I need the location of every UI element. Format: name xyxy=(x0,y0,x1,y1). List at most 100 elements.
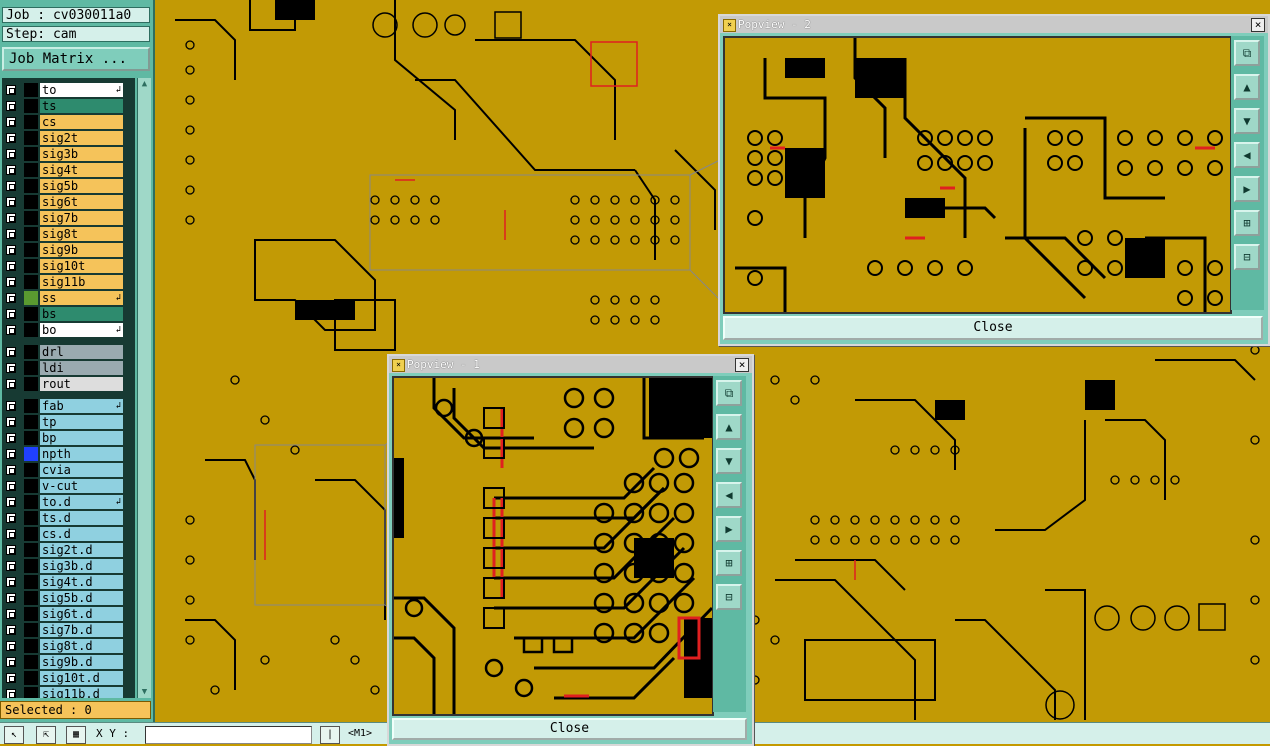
layer-row[interactable]: sig10t.d xyxy=(2,670,135,686)
layer-name[interactable]: sig9b xyxy=(40,243,123,257)
layer-name[interactable]: sig11b.d xyxy=(40,687,123,698)
snap-tool-icon[interactable]: | xyxy=(320,726,340,744)
layer-row[interactable]: v-cut xyxy=(2,478,135,494)
layer-color-swatch[interactable] xyxy=(24,479,38,493)
layer-checkbox[interactable] xyxy=(6,641,16,651)
layer-color-swatch[interactable] xyxy=(24,671,38,685)
zoom-fit-icon[interactable]: ⧉ xyxy=(716,380,742,406)
layer-row[interactable]: sig5b xyxy=(2,178,135,194)
layer-row[interactable]: to.d↲ xyxy=(2,494,135,510)
layer-row[interactable]: cs.d xyxy=(2,526,135,542)
layer-color-swatch[interactable] xyxy=(24,345,38,359)
layer-checkbox[interactable] xyxy=(6,117,16,127)
layer-row[interactable]: cvia xyxy=(2,462,135,478)
layer-row[interactable]: rout xyxy=(2,376,135,392)
close-icon[interactable]: × xyxy=(735,358,749,372)
layer-row[interactable]: to↲ xyxy=(2,82,135,98)
layer-name[interactable]: npth xyxy=(40,447,123,461)
pan-right-icon[interactable]: ▶ xyxy=(716,516,742,542)
layer-color-swatch[interactable] xyxy=(24,607,38,621)
popview-1-close-button[interactable]: Close xyxy=(392,718,747,740)
layer-row[interactable]: cs xyxy=(2,114,135,130)
layer-row[interactable]: sig3b xyxy=(2,146,135,162)
layer-name[interactable]: sig11b xyxy=(40,275,123,289)
layer-name[interactable]: rout xyxy=(40,377,123,391)
layer-checkbox[interactable] xyxy=(6,277,16,287)
layer-name[interactable]: sig6t xyxy=(40,195,123,209)
layer-row[interactable]: sig3b.d xyxy=(2,558,135,574)
pan-left-icon[interactable]: ◀ xyxy=(716,482,742,508)
popview-2-canvas[interactable] xyxy=(723,36,1232,314)
layer-checkbox[interactable] xyxy=(6,577,16,587)
layer-color-swatch[interactable] xyxy=(24,559,38,573)
zoom-fit-icon[interactable]: ⧉ xyxy=(1234,40,1260,66)
layer-checkbox[interactable] xyxy=(6,347,16,357)
close-icon[interactable]: × xyxy=(1251,18,1265,32)
popview-1-titlebar[interactable]: × Popview - 1 × xyxy=(389,356,752,373)
layer-row[interactable]: sig9b xyxy=(2,242,135,258)
layer-name[interactable]: sig7b xyxy=(40,211,123,225)
layer-color-swatch[interactable] xyxy=(24,361,38,375)
layer-name[interactable]: sig3b.d xyxy=(40,559,123,573)
layer-row[interactable]: drl xyxy=(2,344,135,360)
pan-up-icon[interactable]: ▲ xyxy=(716,414,742,440)
layer-row[interactable]: sig2t.d xyxy=(2,542,135,558)
layer-row[interactable]: sig8t xyxy=(2,226,135,242)
grid-tool-icon[interactable]: ▦ xyxy=(66,726,86,744)
zoom-in-icon[interactable]: ⊞ xyxy=(1234,210,1260,236)
job-matrix-button[interactable]: Job Matrix ... xyxy=(2,47,150,71)
layer-row[interactable]: fab↲ xyxy=(2,398,135,414)
layer-name[interactable]: sig10t.d xyxy=(40,671,123,685)
layer-checkbox[interactable] xyxy=(6,325,16,335)
layer-color-swatch[interactable] xyxy=(24,307,38,321)
layer-color-swatch[interactable] xyxy=(24,687,38,698)
layer-color-swatch[interactable] xyxy=(24,195,38,209)
layer-color-swatch[interactable] xyxy=(24,431,38,445)
layer-checkbox[interactable] xyxy=(6,165,16,175)
layer-color-swatch[interactable] xyxy=(24,147,38,161)
layer-row[interactable]: tp xyxy=(2,414,135,430)
layer-checkbox[interactable] xyxy=(6,673,16,683)
layer-color-swatch[interactable] xyxy=(24,99,38,113)
layer-checkbox[interactable] xyxy=(6,529,16,539)
layer-checkbox[interactable] xyxy=(6,657,16,667)
layer-checkbox[interactable] xyxy=(6,433,16,443)
layer-color-swatch[interactable] xyxy=(24,291,38,305)
layer-checkbox[interactable] xyxy=(6,497,16,507)
layer-color-swatch[interactable] xyxy=(24,163,38,177)
layer-color-swatch[interactable] xyxy=(24,399,38,413)
pan-down-icon[interactable]: ▼ xyxy=(716,448,742,474)
layer-color-swatch[interactable] xyxy=(24,227,38,241)
layer-checkbox[interactable] xyxy=(6,149,16,159)
layer-row[interactable]: ss↲ xyxy=(2,290,135,306)
layer-name[interactable]: bo↲ xyxy=(40,323,123,337)
layer-row[interactable]: sig7b.d xyxy=(2,622,135,638)
layer-name[interactable]: bs xyxy=(40,307,123,321)
layer-checkbox[interactable] xyxy=(6,481,16,491)
layer-color-swatch[interactable] xyxy=(24,179,38,193)
scroll-up-icon[interactable]: ▲ xyxy=(141,79,148,89)
layer-name[interactable]: cvia xyxy=(40,463,123,477)
layer-name[interactable]: to↲ xyxy=(40,83,123,97)
layer-checkbox[interactable] xyxy=(6,181,16,191)
pointer-tool-icon[interactable]: ↖ xyxy=(4,726,24,744)
layer-color-swatch[interactable] xyxy=(24,131,38,145)
layer-color-swatch[interactable] xyxy=(24,259,38,273)
layer-checkbox[interactable] xyxy=(6,261,16,271)
layer-row[interactable]: sig8t.d xyxy=(2,638,135,654)
layer-name[interactable]: sig8t xyxy=(40,227,123,241)
layer-name[interactable]: sig5b.d xyxy=(40,591,123,605)
layer-row[interactable]: sig10t xyxy=(2,258,135,274)
popview-2-close-button[interactable]: Close xyxy=(723,316,1263,340)
layer-name[interactable]: to.d↲ xyxy=(40,495,123,509)
layer-row[interactable]: sig4t xyxy=(2,162,135,178)
layer-checkbox[interactable] xyxy=(6,513,16,523)
layer-row[interactable]: sig4t.d xyxy=(2,574,135,590)
layer-row[interactable]: sig2t xyxy=(2,130,135,146)
layer-name[interactable]: tp xyxy=(40,415,123,429)
layer-color-swatch[interactable] xyxy=(24,275,38,289)
zoom-in-icon[interactable]: ⊞ xyxy=(716,550,742,576)
layer-color-swatch[interactable] xyxy=(24,243,38,257)
scroll-down-icon[interactable]: ▼ xyxy=(141,687,148,697)
layer-name[interactable]: drl xyxy=(40,345,123,359)
